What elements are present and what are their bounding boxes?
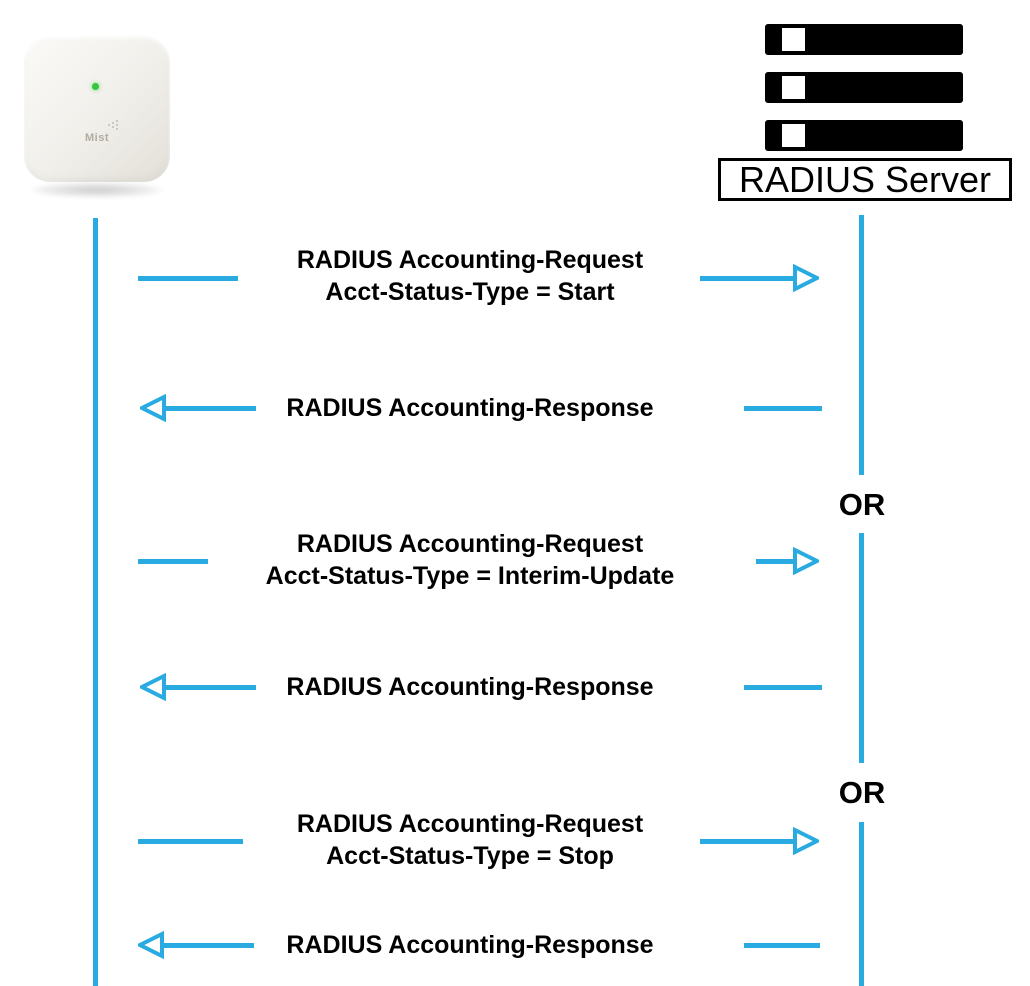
message-label: RADIUS Accounting-Request Acct-Status-Ty… [95,244,845,308]
message-arrow-shaft [138,559,208,564]
arrowhead-left-icon [138,931,164,959]
message-arrow-shaft [756,559,795,564]
message-line2: Acct-Status-Type = Start [325,278,615,306]
or-separator: OR [838,775,886,810]
message-line1: RADIUS Accounting-Request [296,530,644,558]
server-drive-slot [782,76,805,99]
message-line1: RADIUS Accounting-Request [296,246,644,274]
message-line1: RADIUS Accounting-Response [286,931,654,959]
message-line1: RADIUS Accounting-Response [286,673,654,701]
message-line2: Acct-Status-Type = Interim-Update [265,562,675,590]
message-arrow-shaft [164,406,256,411]
ap-lifeline [93,218,98,986]
server-title: RADIUS Server [718,158,1012,201]
message-label: RADIUS Accounting-Response [95,671,845,703]
server-rack-unit [765,72,963,103]
message-arrow-shaft [700,276,795,281]
message-line2: Acct-Status-Type = Stop [326,842,614,870]
server-drive-slot [782,124,805,147]
message-arrow-shaft [744,685,822,690]
ap-drop-shadow [30,182,164,198]
ap-status-led-icon [92,83,99,90]
message-label: RADIUS Accounting-Request Acct-Status-Ty… [95,528,845,592]
arrowhead-right-icon [793,827,819,855]
arrowhead-right-icon [793,547,819,575]
message-line1: RADIUS Accounting-Response [286,394,654,422]
message-arrow-shaft [164,685,256,690]
server-lifeline-segment [859,822,864,986]
message-arrow-shaft [138,839,243,844]
arrowhead-left-icon [140,673,166,701]
message-arrow-shaft [138,276,238,281]
message-label: RADIUS Accounting-Request Acct-Status-Ty… [95,808,845,872]
server-icon [765,24,963,168]
message-arrow-shaft [700,839,795,844]
server-rack-unit [765,120,963,151]
server-lifeline-segment [859,533,864,763]
message-label: RADIUS Accounting-Response [95,929,845,961]
arrowhead-left-icon [140,394,166,422]
access-point-image: Mist [24,36,170,182]
mist-logo-label: Mist [85,132,109,144]
or-separator: OR [838,487,886,522]
arrowhead-right-icon [793,264,819,292]
message-arrow-shaft [744,406,822,411]
message-label: RADIUS Accounting-Response [95,392,845,424]
server-rack-unit [765,24,963,55]
message-arrow-shaft [744,943,820,948]
message-line1: RADIUS Accounting-Request [296,810,644,838]
server-drive-slot [782,28,805,51]
server-lifeline-segment [859,215,864,475]
mist-logo-dots-icon [108,124,110,126]
message-arrow-shaft [162,943,254,948]
